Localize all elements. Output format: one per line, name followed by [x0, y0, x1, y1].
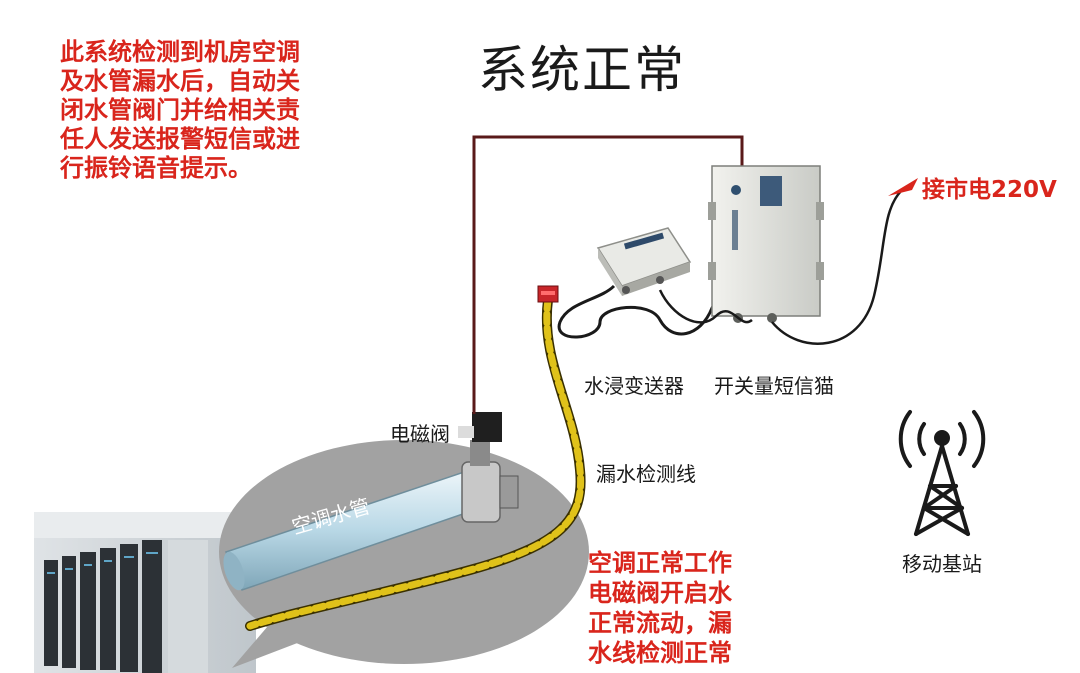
leak-detection-rope — [245, 295, 586, 631]
power-arrow-icon — [888, 178, 918, 196]
power-cable — [771, 189, 903, 345]
data-cable — [658, 289, 753, 324]
sms-cat-box — [708, 165, 824, 323]
server-room-image — [34, 512, 256, 673]
status-line-4: 水线检测正常 — [588, 639, 732, 667]
description-line-2: 及水管漏水后，自动关 — [60, 67, 300, 95]
description-line-3: 闭水管阀门并给相关责 — [60, 96, 300, 124]
status-line-2: 电磁阀开启水 — [588, 579, 732, 607]
status-line-3: 正常流动，漏 — [588, 609, 732, 637]
control-wire — [472, 135, 744, 414]
water-immersion-transmitter — [596, 227, 692, 296]
valve-label: 电磁阀 — [390, 422, 450, 446]
base-station-label: 移动基站 — [902, 552, 982, 576]
page-title: 系统正常 — [478, 41, 686, 99]
description-line-5: 行振铃语音提示。 — [60, 154, 252, 182]
leak-line-label: 漏水检测线 — [596, 462, 696, 486]
sms-cat-label: 开关量短信猫 — [714, 374, 834, 398]
description-line-1: 此系统检测到机房空调 — [60, 38, 300, 66]
description-line-4: 任人发送报警短信或进 — [60, 125, 300, 153]
water-sensor-label: 水浸变送器 — [584, 374, 684, 398]
power-label: 接市电220V — [922, 177, 1057, 203]
solenoid-valve — [458, 412, 519, 523]
status-line-1: 空调正常工作 — [588, 549, 732, 577]
red-connector — [537, 285, 559, 303]
base-station-icon — [898, 410, 986, 536]
